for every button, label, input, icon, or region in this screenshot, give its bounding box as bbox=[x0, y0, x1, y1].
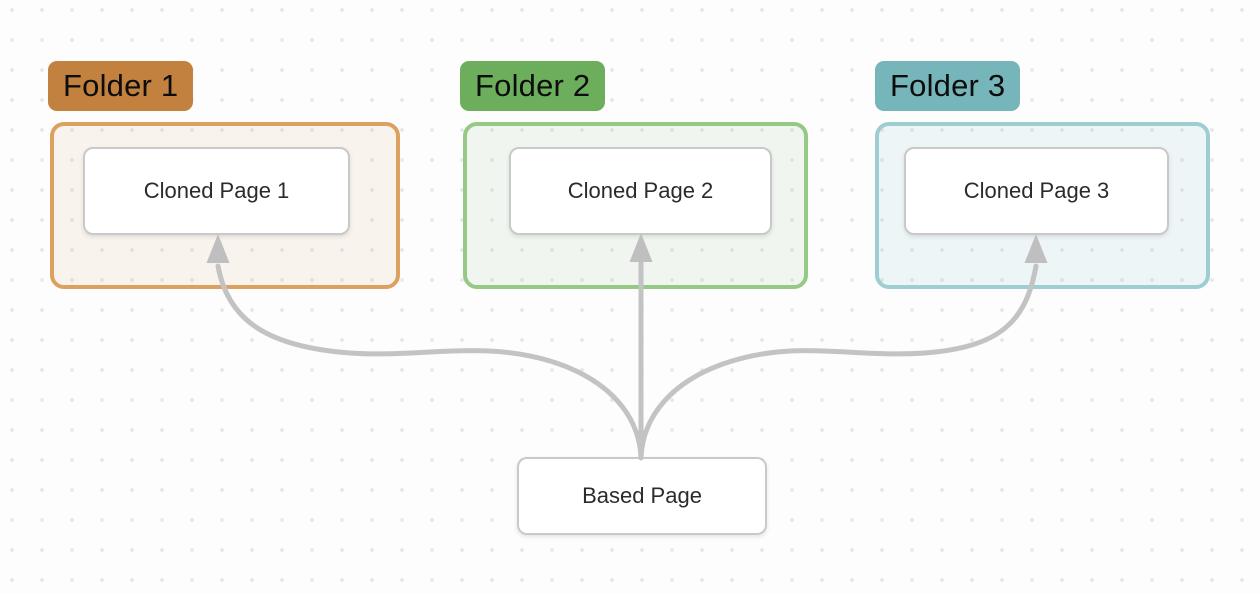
folder-3-label: Folder 3 bbox=[890, 68, 1006, 103]
folder-3-badge[interactable]: Folder 3 bbox=[875, 61, 1021, 111]
cloned-page-2-label: Cloned Page 2 bbox=[567, 178, 714, 203]
folder-1-label: Folder 1 bbox=[63, 68, 179, 103]
cloned-page-2-node[interactable]: Cloned Page 2 bbox=[509, 147, 772, 235]
based-page-label: Based Page bbox=[582, 483, 702, 508]
cloned-page-3-node[interactable]: Cloned Page 3 bbox=[904, 147, 1169, 235]
cloned-page-3-label: Cloned Page 3 bbox=[963, 178, 1110, 203]
based-page-node[interactable]: Based Page bbox=[517, 457, 767, 535]
folder-2-label: Folder 2 bbox=[475, 68, 591, 103]
cloned-page-1-node[interactable]: Cloned Page 1 bbox=[83, 147, 350, 235]
cloned-page-1-label: Cloned Page 1 bbox=[143, 178, 290, 203]
folder-1-badge[interactable]: Folder 1 bbox=[48, 61, 194, 111]
folder-2-badge[interactable]: Folder 2 bbox=[460, 61, 606, 111]
